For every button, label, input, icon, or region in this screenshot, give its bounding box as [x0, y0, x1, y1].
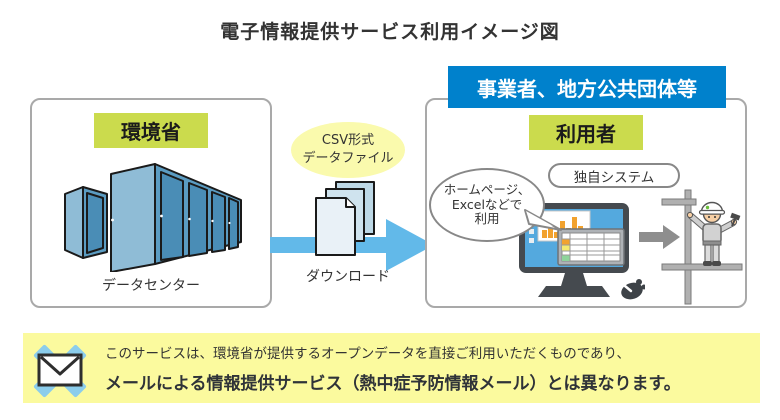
mouse-icon — [621, 279, 645, 300]
page-title: 電子情報提供サービス利用イメージ図 — [220, 21, 560, 43]
speech-bubble-tail-icon — [524, 209, 562, 231]
server-racks-icon — [64, 163, 242, 272]
envelope-icon — [37, 353, 83, 387]
document-stack-icon — [315, 181, 375, 256]
consumer-label: 利用者 — [529, 115, 643, 150]
speech-line3: 利用 — [474, 211, 500, 227]
usage-speech-bubble: ホームページ、 Excelなどで 利用 — [429, 168, 545, 242]
own-system-label: 独自システム — [548, 163, 680, 188]
note-text: このサービスは、環境省が提供するオープンデータを直接ご利用いただくものであり、 … — [105, 342, 681, 394]
note-line2: メールによる情報提供サービス（熱中症予防情報メール）とは異なります。 — [105, 374, 681, 394]
csv-bubble-line2: データファイル — [302, 151, 394, 166]
note-box: このサービスは、環境省が提供するオープンデータを直接ご利用いただくものであり、 … — [23, 333, 760, 403]
construction-worker-icon — [661, 189, 743, 305]
consumer-header: 事業者、地方公共団体等 — [448, 66, 726, 108]
speech-line1: ホームページ、 — [443, 181, 531, 197]
spreadsheet-icon — [557, 228, 625, 266]
arrow-right-icon — [639, 225, 680, 249]
note-line1: このサービスは、環境省が提供するオープンデータを直接ご利用いただくものであり、 — [105, 346, 631, 362]
no-email-icon — [33, 344, 87, 398]
consumer-box: 利用者 ホームページ、 Excelなどで 利用 独自システム — [425, 98, 747, 308]
csv-bubble-line1: CSV形式 — [321, 133, 375, 149]
scaffolding-icon — [661, 189, 743, 305]
monitor-chart-icon — [519, 203, 645, 300]
csv-file-bubble: CSV形式 データファイル — [291, 122, 405, 178]
speech-line2: Excelなどで — [451, 196, 523, 212]
provider-caption: データセンター — [102, 278, 200, 294]
download-caption: ダウンロード — [306, 269, 390, 285]
provider-box: 環境省 データセンター — [30, 98, 272, 308]
provider-label: 環境省 — [94, 113, 208, 148]
